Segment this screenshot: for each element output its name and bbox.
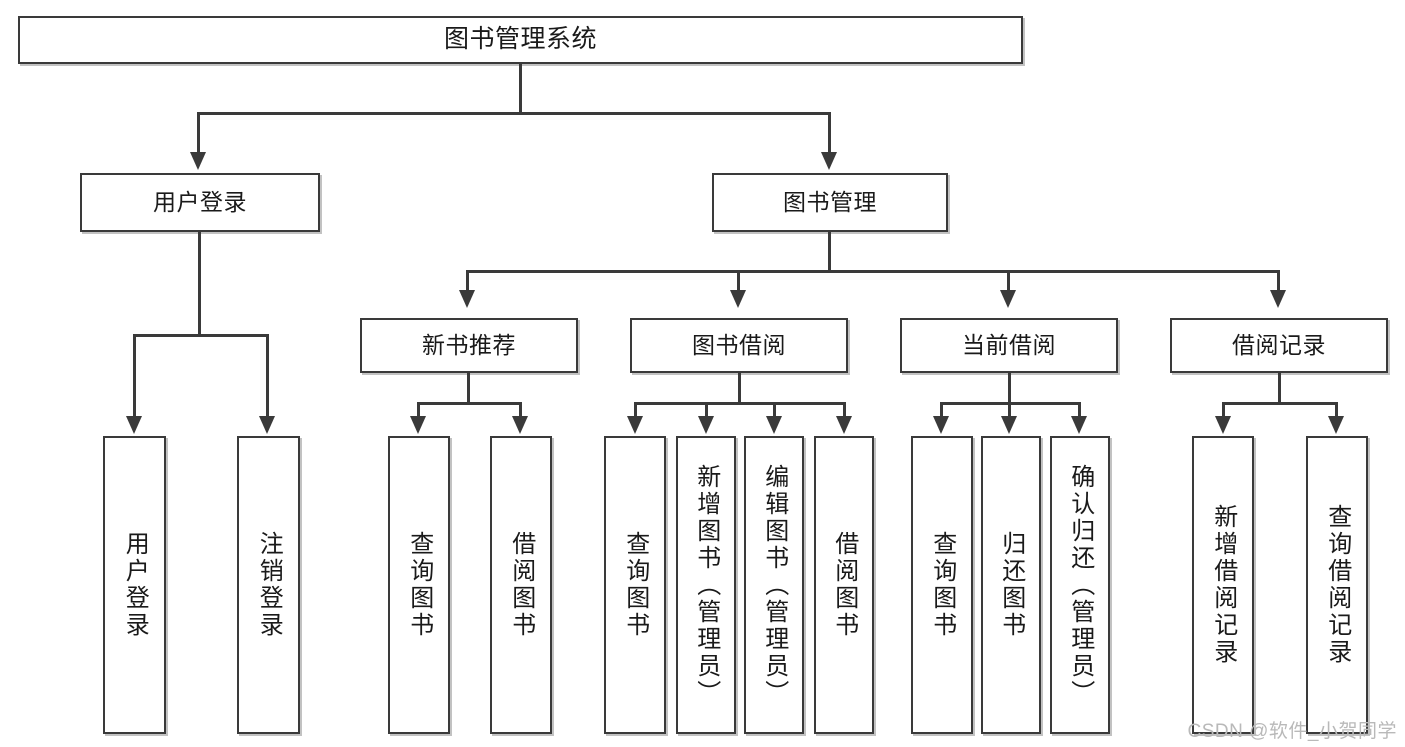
arrow-borrow-record-leaf-2 xyxy=(1328,416,1344,434)
connector-book-borrow-drop-3 xyxy=(773,402,776,418)
arrow-book-borrow-leaf-3 xyxy=(766,416,782,434)
arrow-new-book-leaf-1 xyxy=(410,416,426,434)
node-user-login[interactable]: 用户登录 xyxy=(80,173,320,232)
node-label: 确认归还（管理员） xyxy=(1066,463,1094,707)
connector-current-borrow-stem xyxy=(1008,373,1011,404)
leaf-add-borrow-record[interactable]: 新增借阅记录 xyxy=(1192,436,1254,734)
node-label: 图书管理 xyxy=(783,188,877,215)
node-label: 查询借阅记录 xyxy=(1323,504,1351,666)
arrow-book-borrow-leaf-2 xyxy=(698,416,714,434)
connector-book-borrow-drop-2 xyxy=(705,402,708,418)
node-label: 查询图书 xyxy=(621,531,649,639)
connector-user-login-bus xyxy=(133,334,268,337)
connector-new-book-bus xyxy=(417,402,522,405)
leaf-query-book-borrow[interactable]: 查询图书 xyxy=(604,436,666,734)
arrow-root-to-user-login xyxy=(190,152,206,170)
node-label: 当前借阅 xyxy=(962,331,1056,358)
node-book-borrow[interactable]: 图书借阅 xyxy=(630,318,848,373)
node-label: 用户登录 xyxy=(153,188,247,215)
node-label: 借阅图书 xyxy=(830,531,858,639)
arrow-current-borrow-leaf-2 xyxy=(1001,416,1017,434)
arrow-to-leaf-logout xyxy=(259,416,275,434)
connector-book-manage-drop-2 xyxy=(737,270,740,292)
leaf-return-book[interactable]: 归还图书 xyxy=(981,436,1041,734)
node-root-system[interactable]: 图书管理系统 xyxy=(18,16,1023,64)
leaf-edit-book-admin[interactable]: 编辑图书（管理员） xyxy=(744,436,804,734)
connector-new-book-stem xyxy=(467,373,470,404)
node-label: 新书推荐 xyxy=(422,331,516,358)
connector-borrow-record-drop-2 xyxy=(1335,402,1338,418)
node-label: 查询图书 xyxy=(928,531,956,639)
node-book-manage[interactable]: 图书管理 xyxy=(712,173,948,232)
arrow-current-borrow-leaf-3 xyxy=(1071,416,1087,434)
arrow-to-leaf-user-login xyxy=(126,416,142,434)
node-label: 归还图书 xyxy=(997,531,1025,639)
connector-book-manage-stem xyxy=(828,232,831,272)
connector-current-borrow-drop-2 xyxy=(1008,402,1011,418)
leaf-confirm-return-admin[interactable]: 确认归还（管理员） xyxy=(1050,436,1110,734)
connector-book-borrow-drop-1 xyxy=(634,402,637,418)
connector-root-stem xyxy=(519,64,522,112)
connector-borrow-record-bus xyxy=(1222,402,1338,405)
arrow-new-book-leaf-2 xyxy=(512,416,528,434)
arrow-book-borrow-leaf-4 xyxy=(836,416,852,434)
node-current-borrow[interactable]: 当前借阅 xyxy=(900,318,1118,373)
leaf-user-login[interactable]: 用户登录 xyxy=(103,436,166,734)
connector-root-drop-book xyxy=(828,112,831,154)
connector-user-login-stem xyxy=(198,232,201,335)
connector-book-manage-drop-3 xyxy=(1007,270,1010,292)
connector-book-manage-drop-1 xyxy=(466,270,469,292)
connector-borrow-record-drop-1 xyxy=(1222,402,1225,418)
arrow-to-borrow-record xyxy=(1270,290,1286,308)
connector-book-manage-bus xyxy=(466,270,1280,273)
connector-root-drop-user xyxy=(197,112,200,154)
connector-current-borrow-drop-1 xyxy=(940,402,943,418)
arrow-borrow-record-leaf-1 xyxy=(1215,416,1231,434)
node-label: 图书管理系统 xyxy=(443,25,597,54)
arrow-to-current-borrow xyxy=(1000,290,1016,308)
node-borrow-record[interactable]: 借阅记录 xyxy=(1170,318,1388,373)
node-new-book-recommend[interactable]: 新书推荐 xyxy=(360,318,578,373)
arrow-book-borrow-leaf-1 xyxy=(627,416,643,434)
arrow-to-new-book-recommend xyxy=(459,290,475,308)
connector-user-login-drop-1 xyxy=(133,334,136,418)
node-label: 用户登录 xyxy=(121,531,149,639)
node-label: 借阅记录 xyxy=(1232,331,1326,358)
csdn-watermark: CSDN @软件_小贺同学 xyxy=(1187,721,1397,742)
leaf-borrow-book-recommend[interactable]: 借阅图书 xyxy=(490,436,552,734)
leaf-query-borrow-record[interactable]: 查询借阅记录 xyxy=(1306,436,1368,734)
leaf-query-book-current[interactable]: 查询图书 xyxy=(911,436,973,734)
connector-current-borrow-drop-3 xyxy=(1078,402,1081,418)
node-label: 查询图书 xyxy=(405,531,433,639)
leaf-borrow-book[interactable]: 借阅图书 xyxy=(814,436,874,734)
connector-new-book-drop-2 xyxy=(519,402,522,418)
node-label: 编辑图书（管理员） xyxy=(760,463,788,707)
leaf-add-book-admin[interactable]: 新增图书（管理员） xyxy=(676,436,736,734)
node-label: 借阅图书 xyxy=(507,531,535,639)
connector-book-borrow-drop-4 xyxy=(843,402,846,418)
arrow-current-borrow-leaf-1 xyxy=(933,416,949,434)
node-label: 图书借阅 xyxy=(692,331,786,358)
connector-new-book-drop-1 xyxy=(417,402,420,418)
node-label: 新增借阅记录 xyxy=(1209,504,1237,666)
leaf-query-book-recommend[interactable]: 查询图书 xyxy=(388,436,450,734)
connector-book-manage-drop-4 xyxy=(1277,270,1280,292)
connector-user-login-drop-2 xyxy=(266,334,269,418)
node-label: 新增图书（管理员） xyxy=(692,463,720,707)
node-label: 注销登录 xyxy=(255,531,283,639)
connector-book-borrow-stem xyxy=(738,373,741,404)
connector-book-borrow-bus xyxy=(634,402,846,405)
arrow-to-book-borrow xyxy=(730,290,746,308)
connector-borrow-record-stem xyxy=(1278,373,1281,404)
connector-root-bus xyxy=(197,112,831,115)
leaf-logout[interactable]: 注销登录 xyxy=(237,436,300,734)
arrow-root-to-book-manage xyxy=(821,152,837,170)
